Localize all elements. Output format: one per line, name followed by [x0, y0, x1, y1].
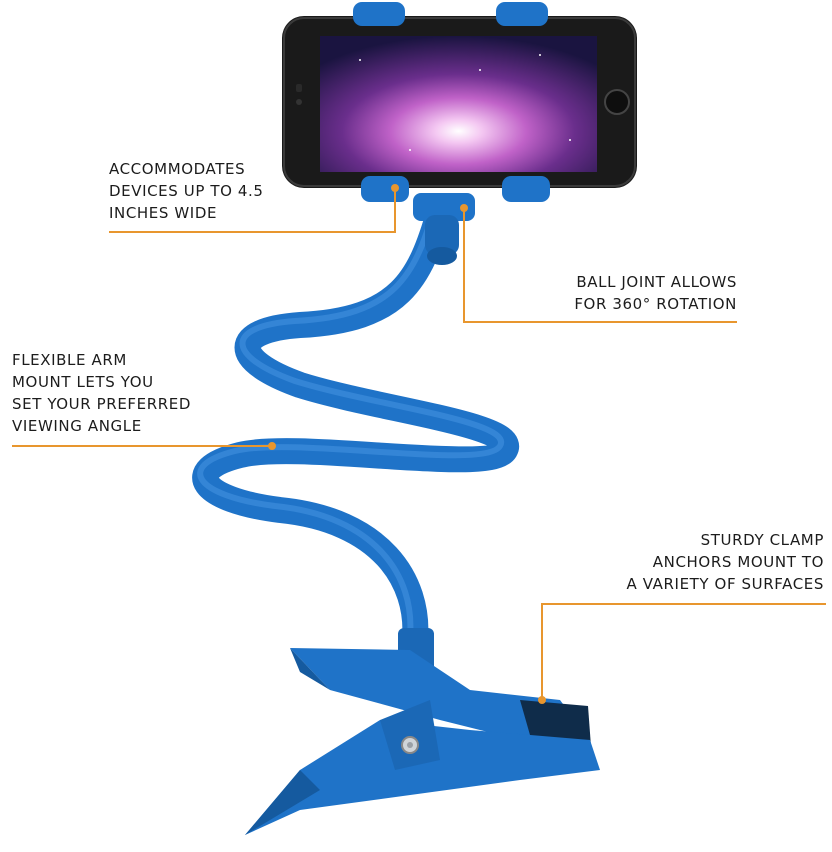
flexible-arm — [192, 197, 520, 653]
callout-flexible-arm-line-3: SET YOUR PREFERRED — [12, 395, 191, 413]
callout-ball-joint: BALL JOINT ALLOWS FOR 360° ROTATION — [574, 271, 737, 315]
holder-clips — [353, 2, 550, 202]
callout-line-clamp — [541, 603, 826, 700]
callout-flexible-arm-line-2: MOUNT LETS YOU — [12, 373, 154, 391]
phone — [282, 16, 637, 188]
callout-ball-joint-line-2: FOR 360° ROTATION — [574, 295, 737, 313]
callout-clamp-line-3: A VARIETY OF SURFACES — [626, 575, 824, 593]
callout-line-width — [109, 190, 396, 233]
callout-ball-joint-line-1: BALL JOINT ALLOWS — [576, 273, 737, 291]
callout-width-line-1: ACCOMMODATES — [109, 160, 246, 178]
callout-flexible-arm: FLEXIBLE ARM MOUNT LETS YOU SET YOUR PRE… — [12, 349, 191, 437]
callout-dots — [268, 184, 546, 704]
callout-width-line-2: DEVICES UP TO 4.5 — [109, 182, 264, 200]
callout-width-line-3: INCHES WIDE — [109, 204, 218, 222]
callout-line-ball-joint — [463, 210, 737, 323]
callout-width: ACCOMMODATES DEVICES UP TO 4.5 INCHES WI… — [109, 158, 264, 224]
callout-clamp-line-2: ANCHORS MOUNT TO — [652, 553, 824, 571]
clamp — [245, 628, 600, 835]
callout-clamp: STURDY CLAMP ANCHORS MOUNT TO A VARIETY … — [627, 529, 824, 595]
callout-flexible-arm-line-1: FLEXIBLE ARM — [12, 351, 127, 369]
ball-joint — [413, 193, 475, 265]
callout-lines — [12, 190, 826, 700]
callout-clamp-line-1: STURDY CLAMP — [700, 531, 824, 549]
callout-flexible-arm-line-4: VIEWING ANGLE — [12, 417, 142, 435]
